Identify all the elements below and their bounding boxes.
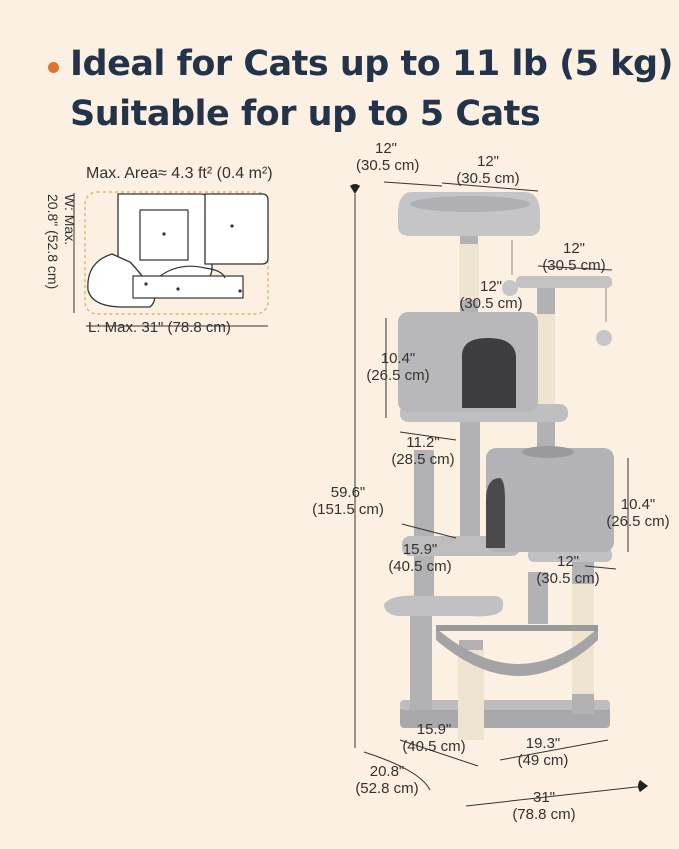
- footprint-condo: [139, 209, 189, 261]
- footprint-boundary: [84, 191, 269, 315]
- dim-top-perch-b: 12"(30.5 cm): [456, 153, 520, 187]
- headline-line-2: Suitable for up to 5 Cats: [70, 94, 541, 134]
- footprint-side-platform: [204, 193, 269, 265]
- headline-bullet: [48, 62, 59, 73]
- dim-base-depth: 15.9"(40.5 cm): [402, 721, 466, 755]
- headline-line-1: Ideal for Cats up to 11 lb (5 kg): [70, 44, 674, 84]
- dim-upper-perch: 12"(30.5 cm): [459, 278, 523, 312]
- upper-condo-door: [462, 338, 516, 408]
- dim-mid-perch: 12"(30.5 cm): [536, 553, 600, 587]
- dim-side-perch: 12"(30.5 cm): [542, 240, 606, 274]
- length-label: L: Max. 31" (78.8 cm): [88, 319, 231, 336]
- dim-footprint-length: 31"(78.8 cm): [512, 789, 576, 823]
- post-hammock: [528, 572, 548, 624]
- base-platform: [400, 706, 610, 728]
- dim-footprint-width: 20.8"(52.8 cm): [355, 763, 419, 797]
- sisal-right-lower: [572, 584, 594, 694]
- toy-ball-right: [596, 330, 612, 346]
- sisal-top: [459, 244, 479, 300]
- dim-upper-condo-height: 10.4"(26.5 cm): [366, 350, 430, 384]
- max-area-label: Max. Area≈ 4.3 ft² (0.4 m²): [86, 165, 273, 182]
- footprint-diagram: [73, 191, 269, 327]
- footprint-base: [132, 275, 244, 299]
- post-center-mid: [460, 420, 480, 550]
- round-perch: [384, 595, 504, 617]
- dim-base-width: 19.3"(49 cm): [517, 735, 569, 769]
- dim-mid-platform: 15.9"(40.5 cm): [388, 541, 452, 575]
- dimension-lines: [354, 181, 646, 807]
- dim-upper-condo-width: 11.2"(28.5 cm): [391, 434, 455, 468]
- toy-ball-top: [502, 280, 518, 296]
- post-left-lower: [410, 615, 432, 710]
- lower-condo: [486, 448, 614, 552]
- sisal-right-upper: [537, 314, 555, 406]
- dim-top-perch-a: 12"(30.5 cm): [356, 140, 420, 174]
- dim-lower-condo-height: 10.4"(26.5 cm): [606, 496, 670, 530]
- side-perch: [516, 276, 612, 288]
- lower-condo-door: [486, 478, 505, 548]
- height-arrow-top: [350, 184, 360, 194]
- dim-total-height: 59.6"(151.5 cm): [312, 484, 384, 518]
- hammock: [436, 628, 598, 676]
- length-arrow-end: [638, 780, 648, 792]
